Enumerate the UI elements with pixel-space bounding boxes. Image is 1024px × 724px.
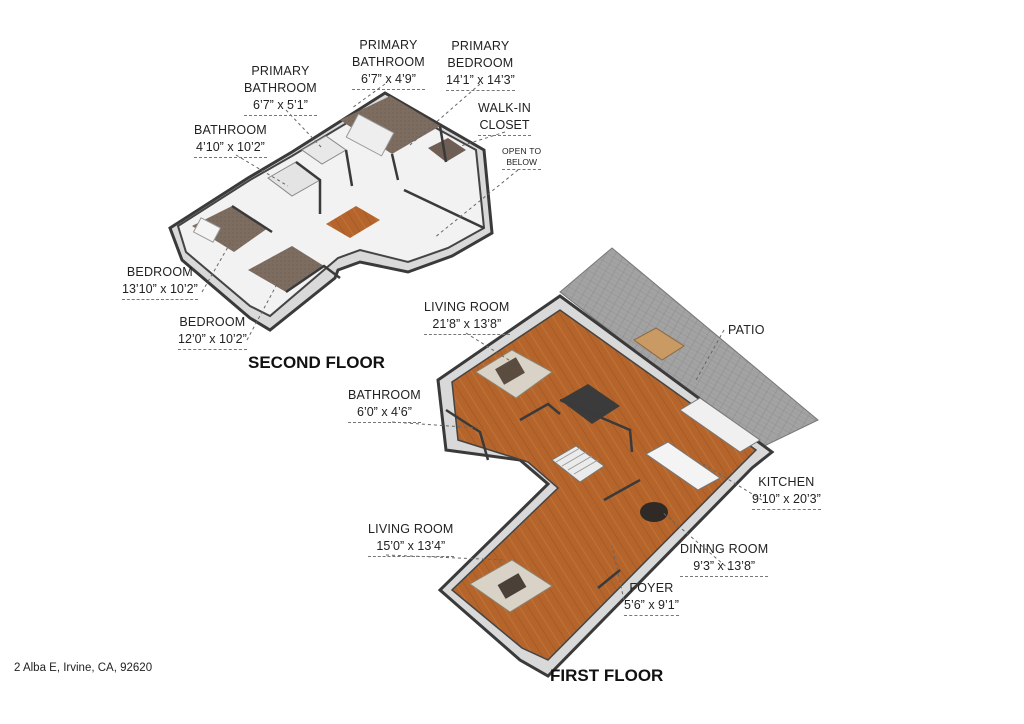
room-name: BATHROOM — [194, 123, 267, 137]
first-floor-leaders — [385, 329, 763, 601]
room-name: BATHROOM — [244, 81, 317, 95]
room-name: PRIMARY — [359, 38, 418, 52]
room-name: LIVING ROOM — [424, 300, 510, 314]
room-name: BATHROOM — [348, 388, 421, 402]
second-floor-leaders — [201, 83, 519, 341]
room-name: KITCHEN — [758, 475, 815, 489]
room-name: DINING ROOM — [680, 542, 769, 556]
room-name: BEDROOM — [126, 265, 193, 279]
label-foyer: FOYER 5’6” x 9’1” — [624, 580, 679, 616]
label-bedroom-a: BEDROOM 13’10” x 10’2” — [122, 264, 198, 300]
room-name: BATHROOM — [352, 55, 425, 69]
room-dimensions: 5’6” x 9’1” — [624, 597, 679, 616]
room-name: WALK-IN — [478, 101, 532, 115]
primary-bedroom-floor — [340, 96, 440, 154]
room-dimensions: 4’10” x 10’2” — [194, 139, 267, 158]
property-address: 2 Alba E, Irvine, CA, 92620 — [14, 662, 153, 674]
second-floor-landing — [326, 206, 380, 238]
label-kitchen: KITCHEN 9’10” x 20’3” — [752, 474, 821, 510]
room-dimensions: 6’0” x 4’6” — [348, 404, 421, 423]
room-name: LIVING ROOM — [368, 522, 454, 536]
label-bathroom-first-floor: BATHROOM 6’0” x 4’6” — [348, 387, 421, 423]
room-name: PRIMARY — [251, 64, 310, 78]
room-dimensions: 6’7” x 5’1” — [244, 97, 317, 116]
first-floor-title: FIRST FLOOR — [550, 666, 664, 685]
room-dimensions: 21’8” x 13’8” — [424, 316, 510, 335]
room-dimensions: 13’10” x 10’2” — [122, 281, 198, 300]
bedroom-b-floor — [248, 246, 324, 292]
primary-bedroom-bed — [345, 113, 395, 157]
label-walk-in-closet: WALK-IN CLOSET — [478, 100, 532, 136]
label-dining-room: DINING ROOM 9’3” x 13’8” — [680, 541, 769, 577]
room-name: BEDROOM — [447, 56, 514, 70]
second-floor-partitions — [231, 125, 485, 294]
first-floor-plan — [385, 247, 819, 678]
walk-in-closet-floor — [428, 138, 466, 162]
bedroom-a-bed — [192, 217, 222, 243]
second-floor-title: SECOND FLOOR — [248, 353, 385, 372]
room-dimensions: 9’10” x 20’3” — [752, 491, 821, 510]
room-dimensions: 12’0” x 10’2” — [178, 331, 247, 350]
label-primary-bathroom-lower: PRIMARY BATHROOM 6’7” x 5’1” — [244, 63, 317, 116]
second-floor-plan — [168, 83, 519, 341]
label-patio: PATIO — [728, 322, 765, 339]
room-name: FOYER — [629, 581, 674, 595]
label-living-room-lower: LIVING ROOM 15’0” x 13’4” — [368, 521, 454, 557]
room-name: CLOSET — [478, 117, 532, 136]
label-primary-bedroom: PRIMARY BEDROOM 14’1” x 14’3” — [446, 38, 515, 91]
room-name: BELOW — [502, 157, 542, 170]
room-dimensions: 9’3” x 13’8” — [680, 558, 769, 577]
label-primary-bathroom-upper: PRIMARY BATHROOM 6’7” x 4’9” — [352, 37, 425, 90]
room-name: PATIO — [728, 323, 765, 337]
room-dimensions: 6’7” x 4’9” — [352, 71, 425, 90]
label-bathroom-second-floor: BATHROOM 4’10” x 10’2” — [194, 122, 267, 158]
label-living-room-upper: LIVING ROOM 21’8” x 13’8” — [424, 299, 510, 335]
lower-living-room-furniture — [469, 559, 553, 613]
first-floor-partitions — [445, 398, 641, 589]
room-name: OPEN TO — [502, 146, 542, 156]
dining-table — [640, 502, 668, 522]
first-floor-stairs — [551, 445, 605, 483]
kitchen-counters — [560, 384, 761, 491]
label-bedroom-b: BEDROOM 12’0” x 10’2” — [178, 314, 247, 350]
room-dimensions: 15’0” x 13’4” — [368, 538, 454, 557]
upper-living-room-furniture — [475, 349, 553, 399]
patio-table — [633, 327, 685, 361]
room-name: PRIMARY — [451, 39, 510, 53]
room-dimensions: 14’1” x 14’3” — [446, 72, 515, 91]
room-name: BEDROOM — [179, 315, 246, 329]
label-open-to-below: OPEN TO BELOW — [502, 146, 542, 170]
